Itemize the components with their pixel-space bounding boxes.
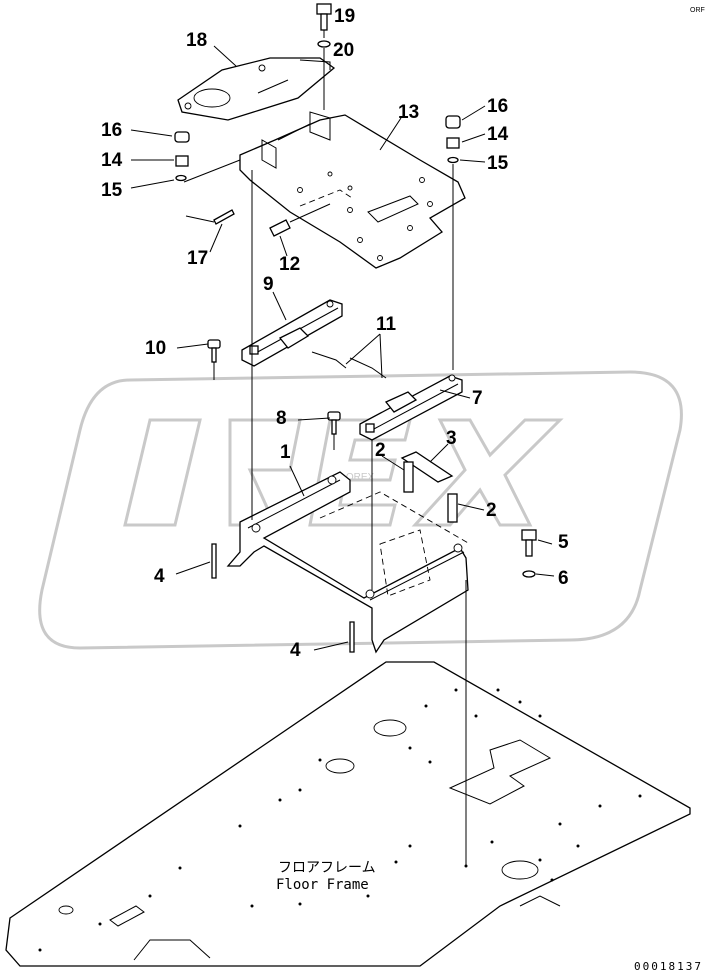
part-14-nut-left bbox=[175, 155, 189, 167]
part-7-slide-rail bbox=[359, 374, 463, 441]
drawing-id: 00018137 bbox=[634, 960, 703, 973]
part-4-pin-a bbox=[211, 543, 217, 579]
part-13-mounting-plate bbox=[239, 111, 466, 269]
callout-14-left: 14 bbox=[101, 150, 123, 171]
callout-3: 3 bbox=[446, 428, 457, 449]
callout-8: 8 bbox=[276, 408, 287, 429]
callout-4-lower: 4 bbox=[290, 640, 301, 661]
callout-6: 6 bbox=[558, 568, 569, 589]
part-19-bolt bbox=[316, 3, 332, 31]
part-11-springs bbox=[311, 351, 387, 379]
floor-frame bbox=[5, 661, 691, 967]
part-16-cap-left bbox=[174, 131, 190, 143]
part-15-washer-right bbox=[447, 156, 459, 164]
part-2-spacer-a bbox=[403, 461, 414, 493]
callout-19: 19 bbox=[334, 6, 355, 27]
part-15-washer-left bbox=[175, 174, 187, 182]
callout-18: 18 bbox=[186, 30, 207, 51]
part-1-seat-frame bbox=[226, 471, 471, 654]
callout-2-upper: 2 bbox=[375, 440, 386, 461]
watermark: OREX bbox=[38, 370, 683, 650]
callout-15-right: 15 bbox=[487, 153, 509, 174]
callout-15-left: 15 bbox=[101, 180, 123, 201]
part-14-nut-right bbox=[446, 137, 460, 149]
watermark-text: OREX bbox=[346, 472, 375, 483]
part-6-washer bbox=[522, 570, 536, 578]
part-9-slide-rail bbox=[241, 299, 343, 367]
callout-17: 17 bbox=[187, 248, 208, 269]
callout-9: 9 bbox=[263, 274, 274, 295]
part-16-cap-right bbox=[445, 115, 461, 129]
part-5-bolt bbox=[521, 529, 537, 557]
callout-16-left: 16 bbox=[101, 120, 122, 141]
callout-2-lower: 2 bbox=[486, 500, 497, 521]
part-4-pin-b bbox=[349, 621, 355, 653]
callout-7: 7 bbox=[472, 388, 483, 409]
callout-13: 13 bbox=[398, 102, 419, 123]
floor-frame-label-jp: フロアフレーム bbox=[278, 860, 376, 876]
callout-11: 11 bbox=[376, 314, 397, 335]
callout-5: 5 bbox=[558, 532, 569, 553]
part-3-bar bbox=[400, 451, 454, 483]
callout-4-left: 4 bbox=[154, 566, 165, 587]
assembly-lines bbox=[183, 30, 467, 866]
callout-16-right: 16 bbox=[487, 96, 508, 117]
callout-12: 12 bbox=[279, 254, 300, 275]
callout-labels: 19 20 18 16 14 15 13 16 14 15 17 12 9 11… bbox=[101, 6, 569, 661]
part-10-bolt bbox=[207, 339, 221, 363]
part-12-sleeve bbox=[269, 203, 331, 237]
part-2-spacer-b bbox=[447, 493, 458, 523]
callout-14-right: 14 bbox=[487, 124, 509, 145]
floor-frame-label-en: Floor Frame bbox=[276, 877, 369, 893]
callout-10: 10 bbox=[145, 338, 166, 359]
callout-1: 1 bbox=[280, 442, 291, 463]
part-18-bracket bbox=[177, 57, 336, 121]
leader-lines bbox=[130, 45, 555, 651]
corner-mark: ORF bbox=[690, 7, 705, 14]
part-17-pin bbox=[213, 209, 235, 225]
part-20-washer bbox=[317, 40, 331, 48]
callout-20: 20 bbox=[333, 40, 354, 61]
